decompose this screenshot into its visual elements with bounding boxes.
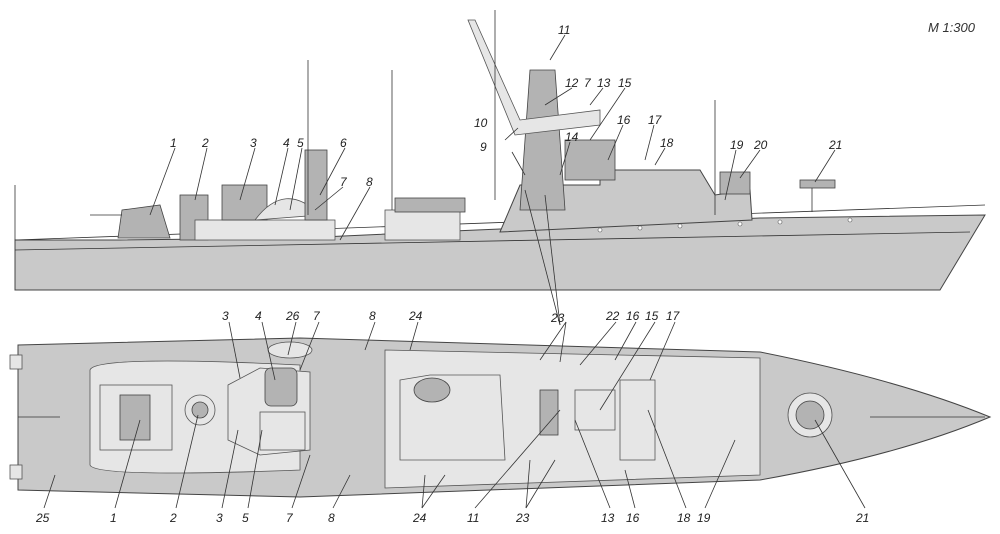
callout-label: 26 xyxy=(285,309,300,323)
callout-label: 21 xyxy=(828,138,842,152)
callout-label: 19 xyxy=(697,511,711,525)
bow-gun xyxy=(799,179,836,189)
callout-label: 24 xyxy=(408,309,423,323)
side-labels: 1 2 3 4 5 6 7 8 9 10 11 12 7 13 15 14 16… xyxy=(170,23,842,325)
side-leaders xyxy=(149,34,836,326)
callout-label: 7 xyxy=(286,511,294,525)
callout-label: 23 xyxy=(550,311,565,325)
callout-label: 13 xyxy=(597,76,611,90)
callout-label: 23 xyxy=(515,511,530,525)
callout-label: 5 xyxy=(297,136,304,150)
callout-label: 8 xyxy=(366,175,373,189)
callout-label: 14 xyxy=(565,130,579,144)
radar-housing xyxy=(564,139,616,181)
callout-label: 8 xyxy=(369,309,376,323)
plan-top-labels: 3 4 26 7 8 24 22 16 15 17 xyxy=(222,309,681,323)
callout-label: 7 xyxy=(313,309,321,323)
callout-label: 16 xyxy=(626,309,640,323)
aft-gun-turret xyxy=(117,204,171,239)
callout-label: 22 xyxy=(605,309,620,323)
callout-label: 7 xyxy=(340,175,348,189)
callout-label: 17 xyxy=(648,113,663,127)
side-view xyxy=(14,10,986,291)
plan-leaders xyxy=(43,321,866,509)
callout-label: 20 xyxy=(753,138,768,152)
callout-label: 4 xyxy=(255,309,262,323)
portholes xyxy=(597,217,853,233)
callout-label: 1 xyxy=(110,511,117,525)
mid-superstructure xyxy=(384,209,461,241)
callout-label: 10 xyxy=(474,116,488,130)
callout-label: 25 xyxy=(35,511,50,525)
callout-label: 7 xyxy=(584,76,592,90)
callout-label: 21 xyxy=(855,511,869,525)
callout-label: 15 xyxy=(618,76,632,90)
callout-label: 8 xyxy=(328,511,335,525)
callout-label: 12 xyxy=(565,76,579,90)
callout-label: 5 xyxy=(242,511,249,525)
callout-label: 16 xyxy=(617,113,631,127)
plan-bottom-labels: 25 1 2 3 5 7 8 24 11 23 13 16 18 19 21 xyxy=(35,511,869,525)
callout-label: 6 xyxy=(340,136,347,150)
callout-label: 3 xyxy=(222,309,229,323)
callout-label: 18 xyxy=(660,136,674,150)
callout-label: 24 xyxy=(412,511,427,525)
callout-label: 19 xyxy=(730,138,744,152)
scale-label: M 1:300 xyxy=(928,20,976,35)
callout-label: 3 xyxy=(216,511,223,525)
callout-label: 2 xyxy=(169,511,177,525)
callout-label: 11 xyxy=(467,511,479,525)
callout-label: 11 xyxy=(558,23,570,37)
callout-label: 15 xyxy=(645,309,659,323)
callout-label: 18 xyxy=(677,511,691,525)
callout-label: 4 xyxy=(283,136,290,150)
callout-label: 17 xyxy=(666,309,681,323)
main-mast xyxy=(519,69,566,211)
callout-label: 1 xyxy=(170,136,177,150)
callout-label: 9 xyxy=(480,140,487,154)
callout-label: 3 xyxy=(250,136,257,150)
aft-superstructure xyxy=(194,219,336,241)
crane xyxy=(467,19,601,136)
callout-label: 16 xyxy=(626,511,640,525)
plan-view xyxy=(9,337,992,498)
callout-label: 13 xyxy=(601,511,615,525)
callout-label: 2 xyxy=(201,136,209,150)
